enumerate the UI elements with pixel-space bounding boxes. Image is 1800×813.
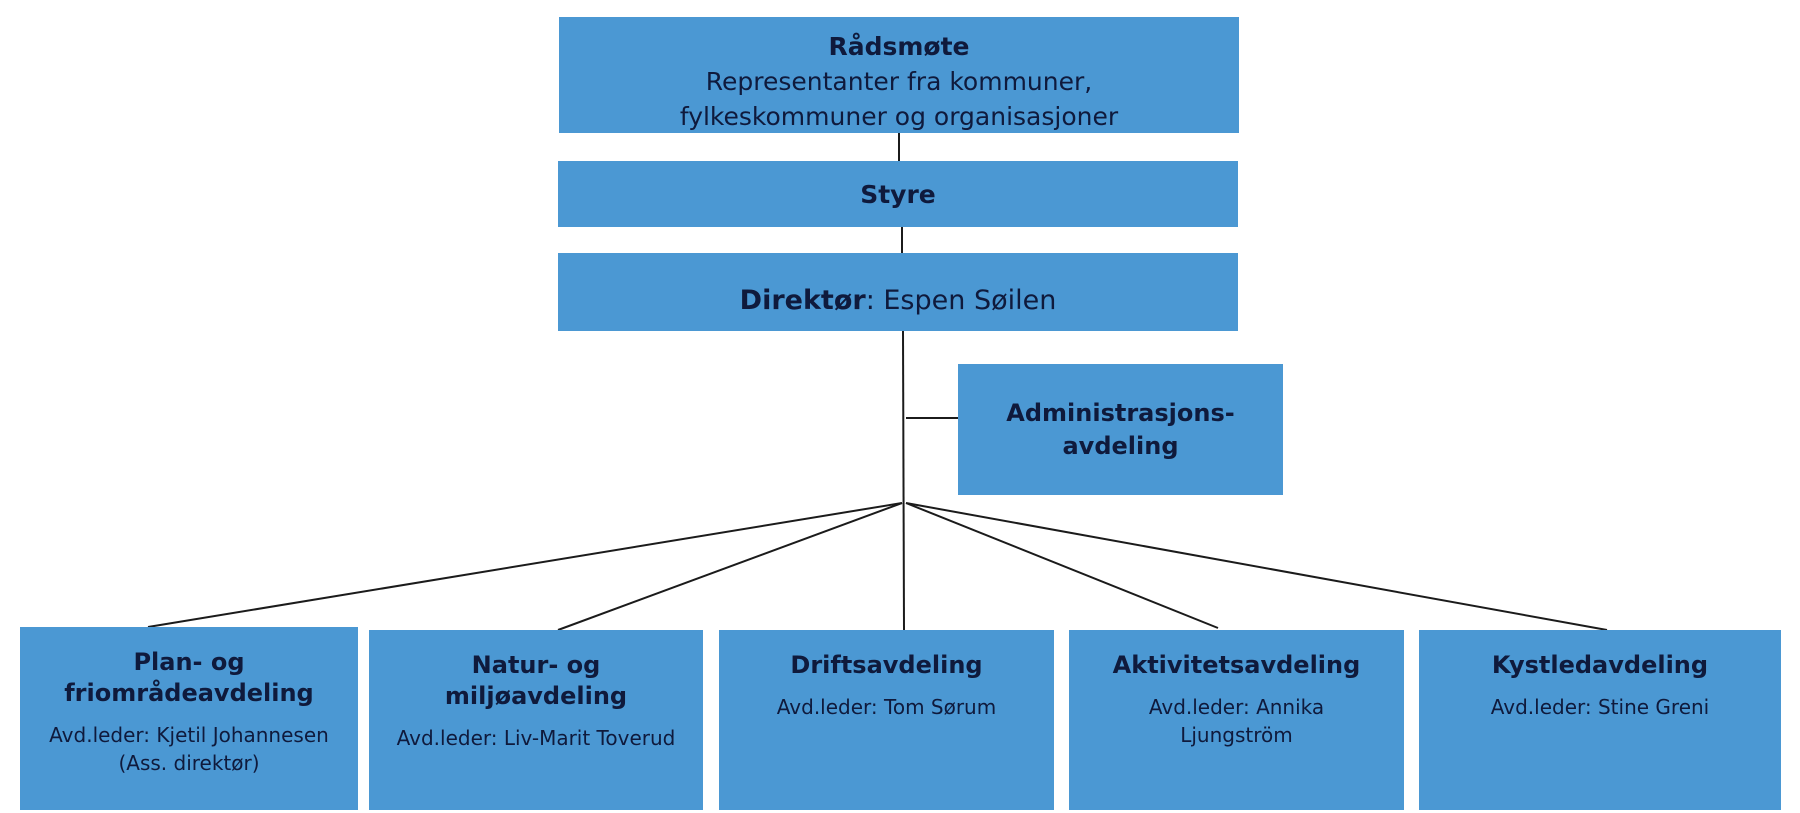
department-box-kystled: Kystledavdeling Avd.leder: Stine Greni (1419, 630, 1781, 810)
department-leader-line2: (Ass. direktør) (118, 751, 260, 775)
department-name: Natur- og miljøavdeling (369, 650, 703, 712)
council-subtitle-line1: Representanter fra kommuner, (705, 67, 1093, 96)
director-box: Direktør: Espen Søilen (558, 253, 1238, 331)
department-name-line1: Natur- og (471, 651, 601, 679)
director-label: Direktør (739, 285, 866, 316)
department-leader-line1: Avd.leder: Kjetil Johannesen (49, 723, 329, 747)
admin-title-line1: Administrasjons- (1006, 398, 1235, 427)
department-leader: Avd.leder: Tom Sørum (719, 693, 1054, 721)
department-box-plan: Plan- og friområdeavdeling Avd.leder: Kj… (20, 627, 358, 810)
department-box-aktivitet: Aktivitetsavdeling Avd.leder: Annika Lju… (1069, 630, 1404, 810)
admin-title-line2: avdeling (1062, 431, 1179, 460)
board-title: Styre (860, 179, 936, 209)
connector-dept-4 (905, 502, 1608, 631)
department-name-line1: Kystledavdeling (1491, 651, 1709, 679)
department-name-line1: Plan- og (133, 648, 245, 676)
council-title: Rådsmøte (828, 32, 970, 61)
department-box-drift: Driftsavdeling Avd.leder: Tom Sørum (719, 630, 1054, 810)
council-subtitle-line2: fylkeskommuner og organisasjoner (679, 102, 1119, 131)
department-leader: Avd.leder: Liv-Marit Toverud (369, 724, 703, 752)
board-box: Styre (558, 161, 1238, 227)
department-leader: Avd.leder: Annika Ljungström (1069, 693, 1404, 749)
department-name: Driftsavdeling (719, 650, 1054, 681)
department-name-line2: miljøavdeling (444, 682, 628, 710)
department-name: Plan- og friområdeavdeling (20, 647, 358, 709)
department-leader-line2: Ljungström (1180, 723, 1293, 747)
department-leader-line1: Avd.leder: Tom Sørum (776, 695, 997, 719)
department-box-natur: Natur- og miljøavdeling Avd.leder: Liv-M… (369, 630, 703, 810)
department-leader: Avd.leder: Kjetil Johannesen (Ass. direk… (20, 721, 358, 777)
department-name-line1: Driftsavdeling (790, 651, 983, 679)
department-leader: Avd.leder: Stine Greni (1419, 693, 1781, 721)
connector-dept-1 (557, 502, 903, 631)
department-leader-line1: Avd.leder: Annika (1148, 695, 1325, 719)
connector-dept-0 (147, 502, 903, 628)
department-name: Aktivitetsavdeling (1069, 650, 1404, 681)
council-box: Rådsmøte Representanter fra kommuner, fy… (559, 17, 1239, 133)
department-leader-line1: Avd.leder: Liv-Marit Toverud (396, 726, 676, 750)
department-name-line1: Aktivitetsavdeling (1112, 651, 1361, 679)
admin-department-box: Administrasjons- avdeling (958, 364, 1283, 495)
director-name: : Espen Søilen (865, 285, 1057, 316)
department-name: Kystledavdeling (1419, 650, 1781, 681)
connector-director-trunk (902, 330, 905, 631)
department-leader-line1: Avd.leder: Stine Greni (1490, 695, 1710, 719)
connector-dept-3 (905, 502, 1219, 629)
department-name-line2: friområdeavdeling (64, 679, 314, 707)
